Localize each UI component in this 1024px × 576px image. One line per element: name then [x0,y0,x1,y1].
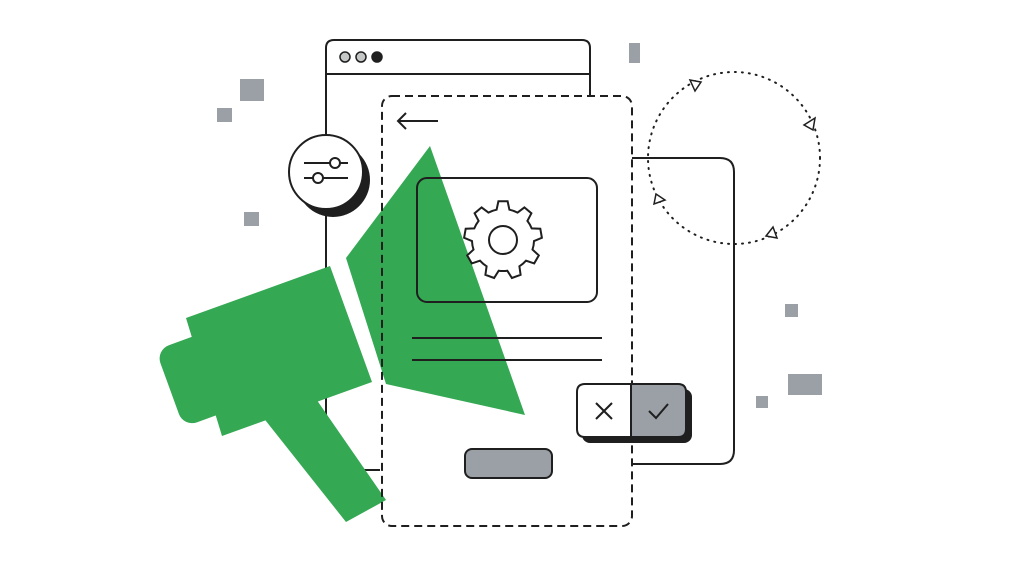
sliders-icon [304,157,348,184]
cycle-arrowhead [653,192,667,206]
back-button[interactable] [396,112,438,130]
gray-square [217,108,232,122]
megaphone-icon [159,146,525,522]
gear-hole [488,225,518,255]
decorative-squares [217,43,822,408]
gray-square [756,396,768,408]
submit-button[interactable] [464,448,553,479]
cycle-arrowhead [764,225,779,239]
adjust-button-face [288,134,364,210]
check-icon [648,403,669,420]
cycle-arrowhead [802,116,817,132]
confirm-toggle [576,383,692,443]
gray-square [629,43,640,63]
window-dot [371,51,383,63]
dotted-circle [647,71,821,245]
window-dot [355,51,367,63]
window-dot [339,51,351,63]
gray-square [244,212,259,226]
connector-frame [632,157,735,465]
megaphone-cone [346,146,525,415]
confirm-button[interactable] [630,383,687,438]
gear-icon [462,200,544,280]
cancel-button[interactable] [576,383,632,438]
cycle-arrowhead [688,79,703,93]
gray-square [240,79,264,101]
megaphone-cap [159,334,233,424]
close-icon [595,402,613,420]
adjust-button[interactable] [288,134,370,217]
refresh-cycle-icon [647,71,821,245]
dashed-card [381,95,633,527]
gray-square [785,304,798,317]
arrow-left-icon [396,112,438,130]
megaphone-handle [262,396,386,522]
gray-square [788,374,822,395]
media-panel [416,177,598,303]
dashed-card-frame [381,95,633,527]
megaphone-body [186,266,372,436]
